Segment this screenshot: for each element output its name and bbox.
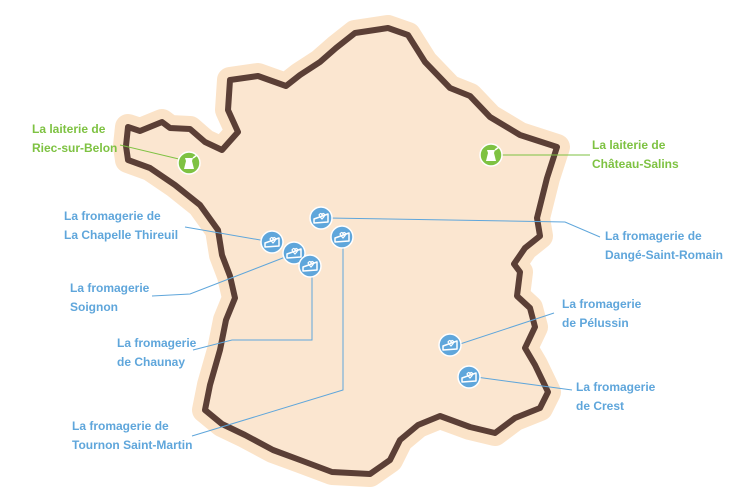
- label-line1-riec: La laiterie de: [32, 122, 106, 136]
- label-line1-tournon: La fromagerie de: [72, 419, 169, 433]
- leader-line-chapelle: [184, 226, 267, 242]
- label-chaunay: La fromagerie de Chaunay: [117, 334, 196, 372]
- leader-line-dange: [327, 217, 601, 238]
- label-line2-chapelle: La Chapelle Thireuil: [64, 228, 179, 242]
- marker-crest[interactable]: [457, 365, 481, 389]
- label-line1-chateau: La laiterie de: [592, 138, 666, 152]
- cheese-wedge-icon: [313, 212, 329, 224]
- cheese-wedge-icon: [461, 371, 477, 383]
- label-line2-soignon: Soignon: [70, 300, 118, 314]
- marker-chateau[interactable]: [479, 143, 503, 167]
- label-line1-dange: La fromagerie de: [605, 229, 702, 243]
- label-line1-pelussin: La fromagerie: [562, 297, 642, 311]
- cheese-wedge-icon: [442, 339, 458, 351]
- cheese-wedge-icon: [302, 260, 318, 272]
- france-outline: [113, 15, 570, 487]
- cheese-wedge-icon: [286, 247, 302, 259]
- label-chapelle: La fromagerie de La Chapelle Thireuil: [64, 207, 178, 245]
- marker-pelussin[interactable]: [438, 333, 462, 357]
- marker-tournon[interactable]: [330, 225, 354, 249]
- leader-line-soignon: [151, 255, 289, 297]
- label-line2-tournon: Tournon Saint-Martin: [72, 438, 193, 452]
- label-line1-crest: La fromagerie: [576, 380, 656, 394]
- leader-line-crest: [475, 376, 573, 391]
- leader-line-riec: [119, 144, 184, 161]
- cheese-wedge-icon: [334, 231, 350, 243]
- marker-riec[interactable]: [177, 151, 201, 175]
- label-dange: La fromagerie de Dangé-Saint-Romain: [605, 227, 723, 265]
- marker-chaunay[interactable]: [298, 254, 322, 278]
- label-line1-chaunay: La fromagerie: [117, 336, 197, 350]
- milk-churn-icon: [486, 146, 500, 161]
- marker-soignon[interactable]: [282, 241, 306, 265]
- label-tournon: La fromagerie de Tournon Saint-Martin: [72, 417, 192, 455]
- label-riec: La laiterie de Riec-sur-Belon: [32, 120, 117, 158]
- marker-chapelle[interactable]: [260, 230, 284, 254]
- label-line2-crest: de Crest: [576, 399, 625, 413]
- label-line1-soignon: La fromagerie: [70, 281, 150, 295]
- label-line1-chapelle: La fromagerie de: [64, 209, 161, 223]
- label-chateau: La laiterie de Château-Salins: [592, 136, 679, 174]
- country-land: [123, 25, 560, 477]
- leader-lines: [119, 144, 601, 437]
- label-pelussin: La fromagerie de Pélussin: [562, 295, 641, 333]
- label-line2-chateau: Château-Salins: [592, 157, 679, 171]
- label-line2-riec: Riec-sur-Belon: [32, 141, 118, 155]
- leader-line-pelussin: [456, 312, 555, 346]
- site-markers: [177, 143, 503, 389]
- label-line2-pelussin: de Pélussin: [562, 316, 629, 330]
- leader-line-chaunay: [192, 272, 313, 351]
- cheese-wedge-icon: [264, 236, 280, 248]
- milk-churn-icon: [184, 154, 198, 169]
- label-line2-dange: Dangé-Saint-Romain: [605, 248, 724, 262]
- leader-line-tournon: [191, 244, 344, 437]
- marker-dange[interactable]: [309, 206, 333, 230]
- label-line2-chaunay: de Chaunay: [117, 355, 186, 369]
- label-crest: La fromagerie de Crest: [576, 378, 655, 416]
